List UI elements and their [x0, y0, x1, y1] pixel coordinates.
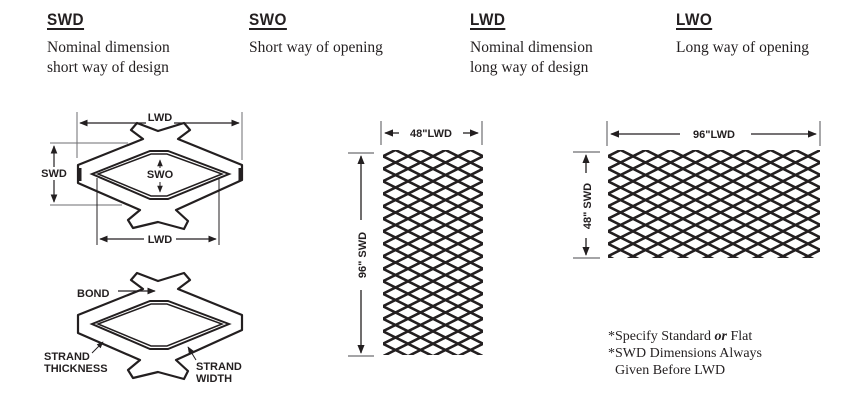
note-swd-order: *SWD Dimensions Always	[608, 346, 762, 361]
strand-thickness-label-2: THICKNESS	[44, 363, 108, 375]
strand-thickness-label-1: STRAND	[44, 351, 90, 363]
dimension-diagram: LWD SWD SWO LWD	[40, 112, 244, 246]
sheet-v-length-label: 96" SWD	[357, 232, 369, 278]
sheet-vertical: 48"LWD 96" SWD	[348, 121, 483, 357]
sheet-h-length-label: 48" SWD	[582, 183, 594, 229]
term-lwd: LWD	[470, 10, 506, 29]
strand-width-label-1: STRAND	[196, 361, 242, 373]
expanded-mesh-vertical	[383, 150, 483, 355]
desc-swo: Short way of opening	[249, 39, 383, 56]
swo-label: SWO	[147, 169, 174, 181]
term-swo: SWO	[249, 10, 287, 29]
sheet-h-width-label: 96"LWD	[693, 129, 735, 141]
expanded-mesh-horizontal	[608, 150, 820, 258]
width-arrow-icon	[187, 346, 197, 361]
term-swd: SWD	[47, 10, 85, 29]
swd-label: SWD	[41, 168, 67, 180]
definition-lwd: LWD Nominal dimension long way of design	[470, 10, 593, 78]
definition-lwo: LWO Long way of opening	[676, 10, 809, 58]
definition-swo: SWO Short way of opening	[249, 10, 383, 58]
sheet-v-width-label: 48"LWD	[410, 128, 452, 140]
thickness-arrow-icon	[91, 341, 104, 354]
lwd-bottom-label: LWD	[148, 234, 172, 246]
parts-diagram: BOND STRAND THICKNESS STRAND WIDTH	[44, 271, 244, 385]
lwd-top-label: LWD	[148, 112, 172, 124]
bond-label: BOND	[77, 288, 109, 300]
note-specify: *Specify Standard or Flat	[608, 329, 753, 344]
sheet-horizontal: 96"LWD 48" SWD	[573, 121, 821, 259]
term-lwo: LWO	[676, 10, 713, 29]
desc-swd: Nominal dimension short way of design	[47, 39, 170, 76]
desc-lwd: Nominal dimension long way of design	[470, 39, 593, 76]
desc-lwo: Long way of opening	[676, 39, 810, 56]
note-swd-order-cont: Given Before LWD	[615, 363, 726, 378]
notes: *Specify Standard or Flat *SWD Dimension…	[608, 328, 762, 379]
strand-width-label-2: WIDTH	[196, 373, 232, 385]
definition-swd: SWD Nominal dimension short way of desig…	[47, 10, 170, 78]
